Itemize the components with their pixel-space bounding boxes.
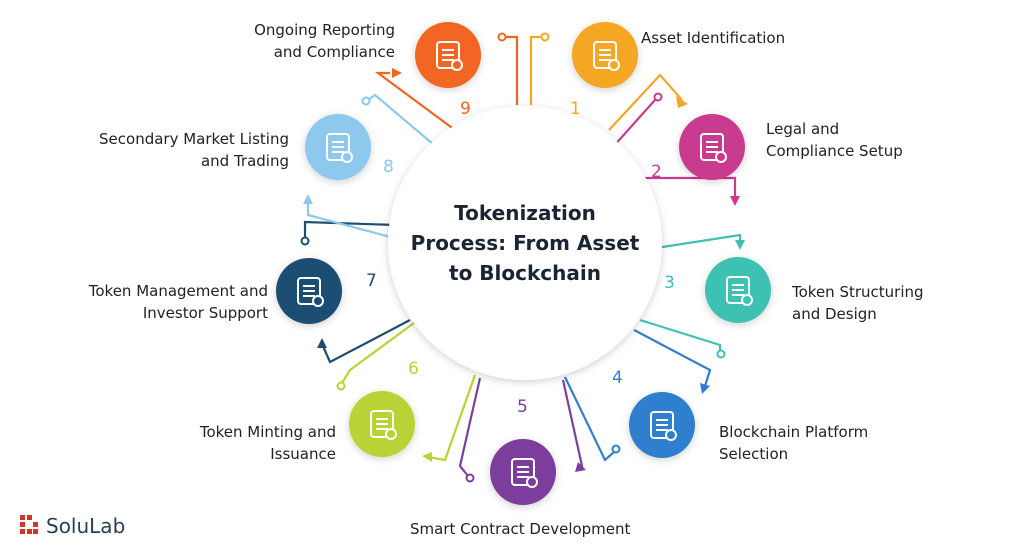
step-node-2 [679, 114, 745, 180]
step-label-9: Ongoing Reporting and Compliance [254, 21, 395, 61]
blockchain-cursor-icon [650, 411, 677, 441]
arrowhead-6 [422, 452, 432, 462]
connector-4-arrow [633, 329, 712, 387]
step-number-3: 3 [664, 273, 675, 293]
step-number-7: 7 [366, 271, 377, 291]
magnifier-document-icon [593, 41, 620, 71]
dot-9 [497, 32, 507, 42]
coin-stack-icon [370, 410, 397, 440]
arrowhead-3 [735, 240, 745, 250]
step-node-5 [490, 439, 556, 505]
title-line-3: to Blockchain [449, 261, 601, 285]
arrowhead-5 [575, 462, 586, 472]
dot-5 [465, 473, 475, 483]
step-label-6: Token Minting and Issuance [199, 423, 336, 463]
connector-6-stub [341, 319, 419, 384]
step-node-9 [415, 22, 481, 88]
connector-7-stub [303, 220, 396, 238]
connector-2-stub [611, 99, 656, 149]
arrowhead-2 [730, 196, 740, 206]
step-label-5: Smart Contract Development [410, 520, 631, 538]
trading-book-icon [326, 133, 353, 163]
connector-9-arrow [374, 71, 456, 131]
step-number-2: 2 [651, 162, 662, 182]
arrowhead-1 [676, 96, 688, 108]
connector-8-stub [367, 93, 441, 151]
dot-2 [653, 92, 663, 102]
step-node-8 [305, 114, 371, 180]
dot-3 [716, 349, 726, 359]
arrowhead-8 [303, 194, 313, 204]
step-number-1: 1 [570, 99, 581, 119]
center-circle [388, 106, 662, 380]
gavel-document-icon [700, 133, 727, 163]
step-number-6: 6 [408, 359, 419, 379]
connector-4-stub [564, 376, 615, 462]
connector-5-stub [458, 377, 482, 477]
dot-7 [300, 236, 310, 246]
step-node-4 [629, 392, 695, 458]
step-node-6 [349, 391, 415, 457]
connector-1-arrow [608, 73, 683, 131]
dot-1 [540, 32, 550, 42]
step-label-1: Asset Identification [641, 29, 786, 47]
arrowhead-7 [317, 338, 327, 348]
connector-2-arrow [645, 176, 737, 198]
brand-name: SoluLab [46, 514, 126, 538]
title-line-2: Process: From Asset [410, 231, 640, 255]
arrowhead-9 [392, 68, 402, 78]
bitcoin-hand-icon [297, 277, 324, 307]
connector-6-arrow [427, 374, 477, 462]
step-label-7: Token Management and Investor Support [88, 282, 268, 322]
step-number-8: 8 [383, 157, 394, 177]
diagram-title: Tokenization Process: From Asset to Bloc… [395, 198, 655, 288]
step-number-9: 9 [460, 99, 471, 119]
arrowhead-4 [700, 383, 710, 394]
report-shield-icon [436, 41, 463, 71]
title-line-1: Tokenization [454, 201, 596, 225]
contract-scroll-icon [511, 458, 538, 488]
solulab-logo-icon [20, 515, 38, 534]
browser-design-icon [726, 276, 753, 306]
step-label-8: Secondary Market Listing and Trading [99, 130, 289, 170]
connector-1-stub [529, 35, 541, 105]
step-label-3: Token Structuring and Design [792, 283, 924, 323]
step-node-7 [276, 258, 342, 324]
step-node-3 [705, 257, 771, 323]
dot-6 [336, 381, 346, 391]
step-label-2: Legal and Compliance Setup [766, 120, 903, 160]
connector-9-stub [505, 35, 519, 105]
dot-8 [361, 96, 371, 106]
connector-7-arrow [320, 319, 411, 364]
connector-3-arrow [655, 233, 742, 250]
connector-3-stub [639, 318, 722, 352]
step-node-1 [572, 22, 638, 88]
solulab-logo: SoluLab [18, 513, 125, 539]
step-number-4: 4 [612, 368, 623, 388]
step-number-5: 5 [517, 397, 528, 417]
step-label-4: Blockchain Platform Selection [719, 423, 869, 463]
dot-4 [611, 444, 621, 454]
connector-8-arrow [306, 200, 395, 240]
